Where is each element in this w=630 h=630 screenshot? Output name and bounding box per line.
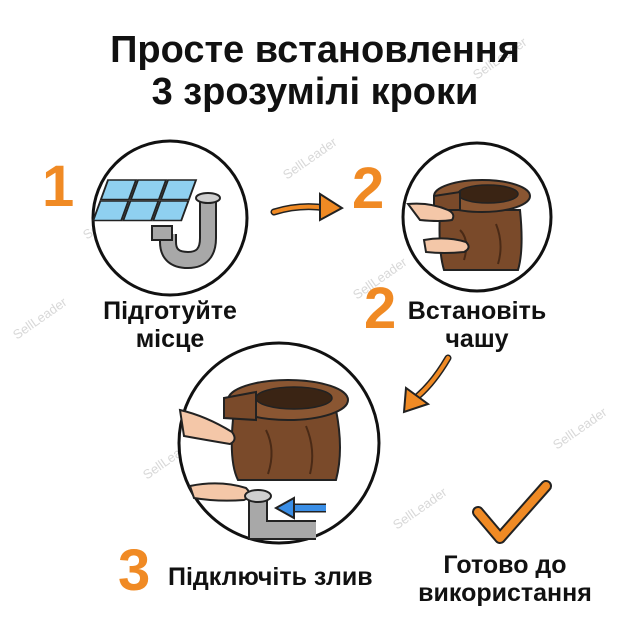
arrow-icon <box>402 354 452 414</box>
page-title-line1: Просте встановлення <box>110 29 520 71</box>
arrow-icon <box>273 496 326 520</box>
pipe-icon <box>244 489 316 540</box>
watermark: SellLeader <box>390 484 450 533</box>
step-2-number-large: 2 <box>364 276 397 341</box>
step-2-number: 2 <box>352 156 385 221</box>
step-3-caption: Підключіть злив <box>168 563 373 591</box>
step-2-caption-line1: Встановіть <box>407 297 547 325</box>
watermark: SellLeader <box>10 294 70 343</box>
step-3-illustration <box>177 341 381 545</box>
step-3-number: 3 <box>118 538 151 603</box>
step-1-caption-line1: Підготуйте <box>103 297 237 325</box>
watermark: SellLeader <box>280 134 340 183</box>
step-1-number: 1 <box>42 154 75 219</box>
toilet-bowl-icon <box>223 379 349 481</box>
toilet-bowl-icon <box>433 179 531 271</box>
tile-icon <box>91 179 198 222</box>
watermark: SellLeader <box>550 404 610 453</box>
arrow-icon <box>270 192 344 222</box>
hands-icon <box>406 202 470 254</box>
pipe-icon <box>151 192 221 270</box>
step-2-illustration <box>401 141 553 293</box>
step-2-caption-line2: чашу <box>445 325 509 353</box>
checkmark-icon <box>472 480 552 544</box>
hands-icon <box>178 408 251 502</box>
page-title-line2: 3 зрозумілі кроки <box>151 71 479 113</box>
final-caption-line1: Готово до <box>443 551 567 579</box>
step-1-illustration <box>91 139 249 297</box>
final-caption-line2: використання <box>418 579 592 607</box>
step-1-caption-line2: місце <box>135 325 205 353</box>
